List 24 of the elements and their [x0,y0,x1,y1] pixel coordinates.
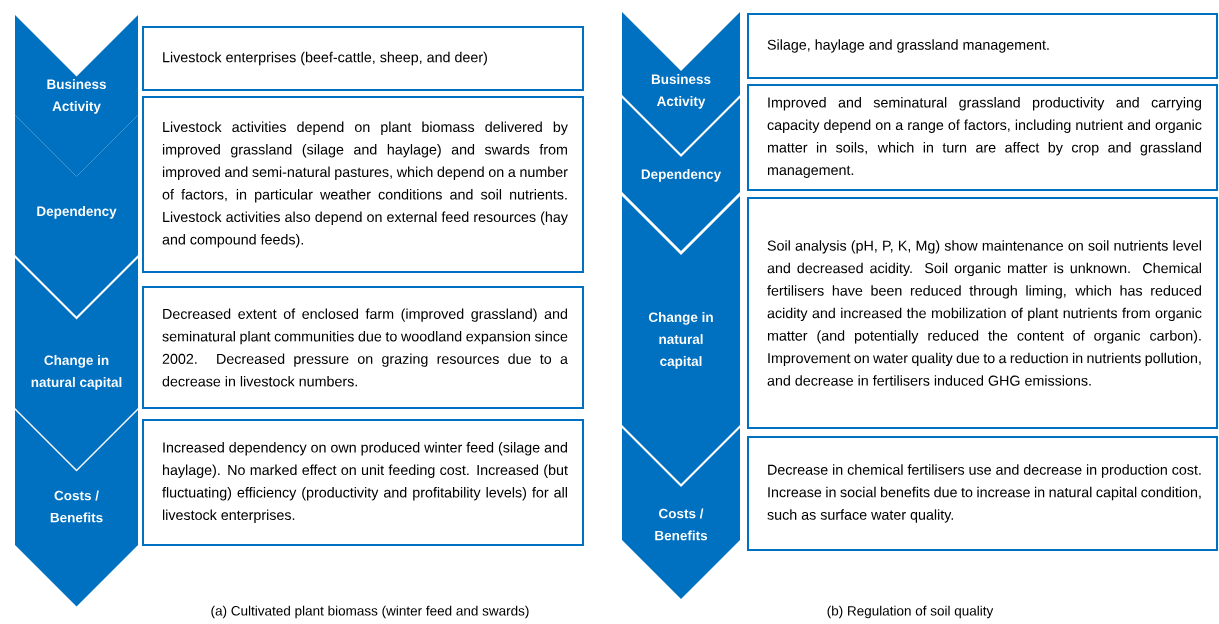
node-label: Dependency [37,206,117,219]
caption: (b) Regulation of soil quality [827,605,994,619]
node-label: Change in natural capital [31,355,122,390]
stage-banner: Business Activity [622,12,740,154]
stage-banner: Business Activity [15,15,138,177]
text-box: Decrease in chemical fertilisers use and decrease in production cost. Increase in social benefits due to increase in natural capital condition, such as surface water quality. [747,436,1218,551]
caption: (a) Cultivated plant biomass (winter feed and swards) [211,605,529,619]
stage-banner: Change in natural capital [15,258,138,470]
stage-banner: Dependency [15,115,138,317]
node-label: Costs / Benefits [655,508,708,541]
text-box: Improved and seminatural grassland productivity and carrying capacity depend on a range of factors, including nutrient and organic matter in soils, which in turn are affect by crop and grassland management. [747,84,1218,191]
stage-banner: Change in natural capital [622,196,740,484]
stage-banner: Costs / Benefits [622,428,740,599]
text-box: Livestock activities depend on plant biomass delivered by improved grassland (silage and haylage) and swards from improved and semi-natural pastures, which depend on a number of factors, in particular weather conditions and soil nutrients. Livestock activities also depend on external feed resources (hay and compound feeds). [142,96,584,273]
text-box: Soil analysis (pH, P, K, Mg) show maintenance on soil nutrients level and decreased acidity. Soil organic matter is unknown. Chemical fertilisers have been reduced through liming, which has reduced acidity and increased the mobilization of plant nutrients from organic matter (and potentially reduced the content of organic carbon). Improvement on water quality due to a reduction in nutrients pollution, and decrease in fertilisers induced GHG emissions. [747,197,1218,429]
stage-banner: Costs / Benefits [15,410,138,607]
text-box: Decreased extent of enclosed farm (improved grassland) and seminatural plant communities due to woodland expansion since 2002. Decreased pressure on grazing resources due to a decrease in livestock numbers. [142,286,584,409]
node-label: Change in natural capital [648,312,713,369]
text-box: Livestock enterprises (beef-cattle, sheep, and deer) [142,26,584,91]
text-box: Silage, haylage and grassland management. [747,13,1218,79]
node-label: Costs / Benefits [50,490,103,523]
node-label: Dependency [641,169,722,182]
text-box: Increased dependency on own produced winter feed (silage and haylage). No marked effect on unit feeding cost. Increased (but fluctuating) efficiency (productivity and profitability levels) for all livestock enterprises. [142,419,584,546]
node-label: Business Activity [47,79,106,114]
